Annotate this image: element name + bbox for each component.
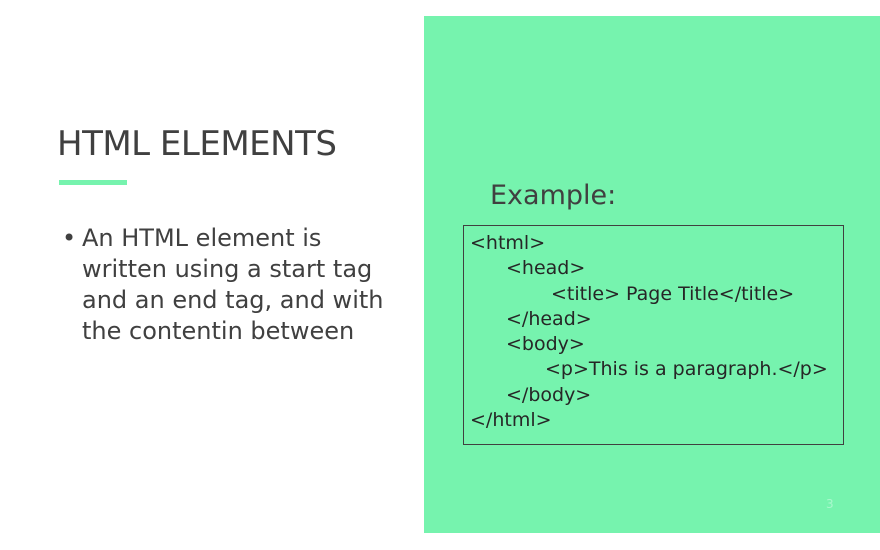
slide-number: 3 [826, 497, 834, 511]
bullet-point: • An HTML element is written using a sta… [62, 223, 412, 347]
code-line-head-open: <head> [506, 257, 586, 279]
example-label: Example: [490, 180, 617, 211]
example-panel [424, 16, 880, 533]
code-line-html-open: <html> [470, 232, 546, 254]
code-line-html-close: </html> [470, 409, 552, 431]
title-accent-bar [59, 180, 127, 185]
code-example-box [463, 225, 844, 445]
bullet-text: An HTML element is written using a start… [82, 224, 384, 345]
code-line-head-close: </head> [506, 308, 592, 330]
code-line-body-open: <body> [506, 333, 585, 355]
slide-title: HTML ELEMENTS [57, 124, 337, 164]
code-line-title: <title> Page Title</title> [551, 283, 795, 305]
bullet-marker: • [62, 224, 77, 252]
code-line-paragraph: <p>This is a paragraph.</p> [545, 358, 828, 380]
code-line-body-close: </body> [506, 384, 592, 406]
